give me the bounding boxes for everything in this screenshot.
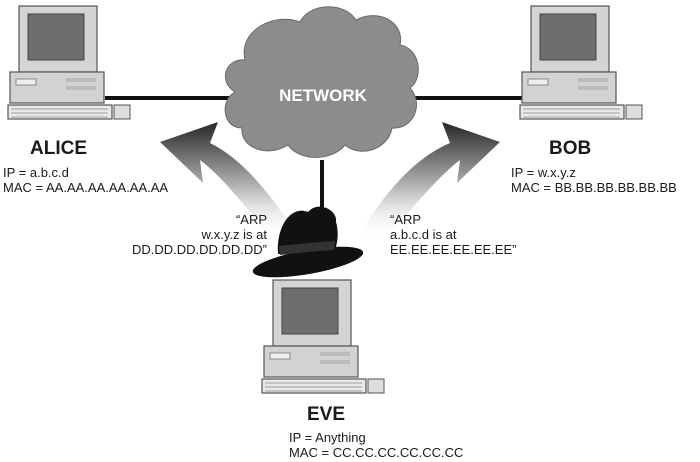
alice-ip: IP = a.b.c.d — [3, 165, 69, 180]
eve-name: EVE — [307, 404, 346, 425]
arp-message-to-alice-line2: w.x.y.z is at — [201, 227, 268, 242]
eve-mac: MAC = CC.CC.CC.CC.CC.CC — [289, 445, 464, 460]
network-label: NETWORK — [279, 86, 368, 105]
bob-name: BOB — [549, 138, 592, 159]
bob-computer-icon — [519, 5, 643, 120]
alice-name: ALICE — [30, 138, 87, 159]
arp-arrow-to-alice — [160, 122, 300, 240]
bob-mac: MAC = BB.BB.BB.BB.BB.BB — [511, 180, 677, 195]
eve-computer-icon — [261, 279, 385, 394]
arp-message-to-alice: “ARP w.x.y.z is at DD.DD.DD.DD.DD.DD” — [132, 212, 267, 257]
alice-computer-icon — [7, 5, 131, 120]
bob-ip: IP = w.x.y.z — [511, 165, 576, 180]
arp-message-to-bob-line3: EE.EE.EE.EE.EE.EE” — [390, 242, 517, 257]
arp-message-to-alice-line1: “ARP — [235, 212, 267, 227]
arp-message-to-bob: “ARP a.b.c.d is at EE.EE.EE.EE.EE.EE” — [390, 212, 516, 257]
black-hat-icon — [252, 206, 364, 278]
alice-mac: MAC = AA.AA.AA.AA.AA.AA — [3, 180, 169, 195]
arp-message-to-bob-line2: a.b.c.d is at — [390, 227, 457, 242]
network-cloud: NETWORK — [224, 6, 419, 158]
eve-ip: IP = Anything — [289, 430, 366, 445]
arp-arrow-to-bob — [356, 122, 500, 240]
arp-message-to-bob-line1: “ARP — [390, 212, 422, 227]
arp-message-to-alice-line3: DD.DD.DD.DD.DD.DD” — [131, 242, 267, 257]
